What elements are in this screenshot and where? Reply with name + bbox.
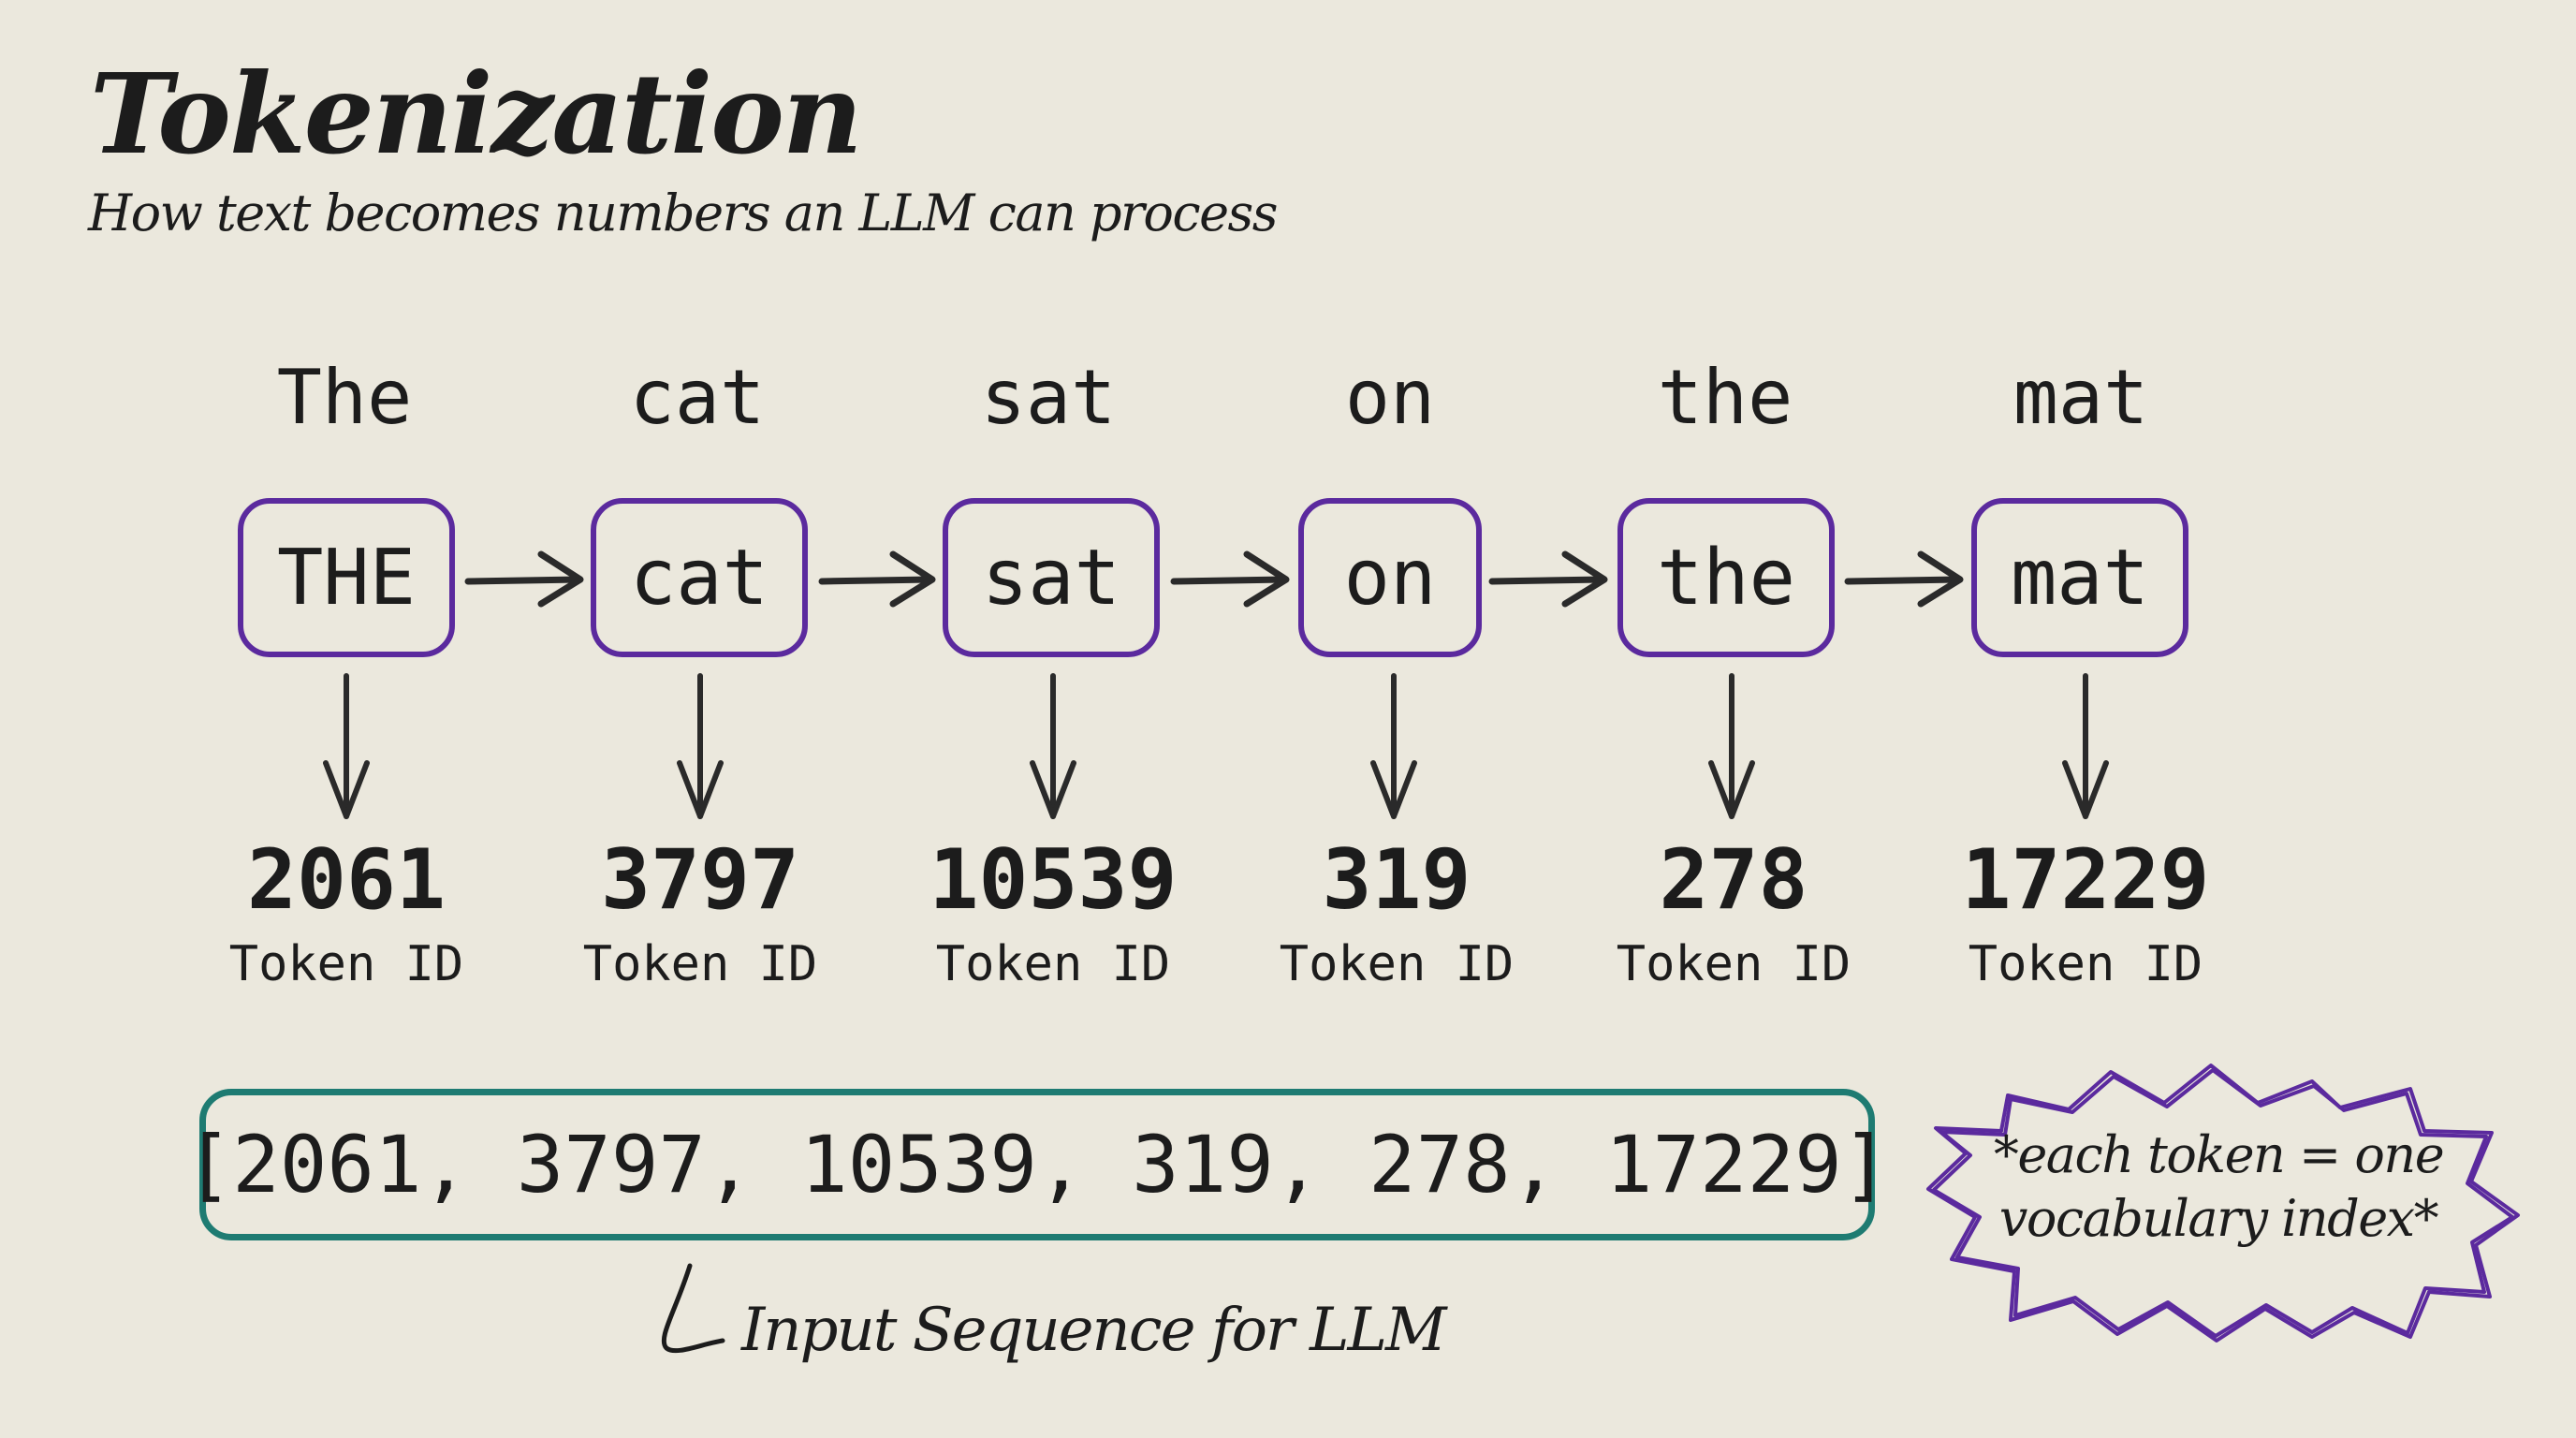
token-box: mat (1971, 498, 2188, 657)
token-id-value: 278 (1659, 831, 1808, 928)
word-label: mat (2012, 354, 2149, 441)
hook-connector-icon (661, 1263, 725, 1354)
token-id-label: Token ID (935, 936, 1171, 992)
token-id-label: Token ID (1968, 936, 2203, 992)
input-sequence-label: Input Sequence for LLM (741, 1296, 1446, 1365)
token-id-label: Token ID (582, 936, 818, 992)
word-label: the (1657, 354, 1793, 441)
arrow-right-icon (1844, 550, 1964, 608)
token-id-value: 2061 (247, 831, 446, 928)
callout-note-line: vocabulary index* (1998, 1189, 2439, 1248)
token-id-value: 10539 (929, 831, 1178, 928)
arrow-down-icon (1030, 673, 1076, 819)
word-label: on (1344, 354, 1436, 441)
arrow-right-icon (1170, 550, 1290, 608)
arrow-down-icon (1370, 673, 1417, 819)
arrow-down-icon (2062, 673, 2109, 819)
starburst-callout-icon (1926, 1064, 2520, 1343)
input-sequence-box: [2061, 3797, 10539, 319, 278, 17229] (185, 1089, 1889, 1240)
token-box: on (1298, 498, 1482, 657)
page-subtitle: How text becomes numbers an LLM can proc… (88, 183, 1278, 242)
token-id-value: 3797 (601, 831, 799, 928)
token-id-label: Token ID (1616, 936, 1852, 992)
token-box: sat (943, 498, 1160, 657)
token-box: the (1617, 498, 1835, 657)
token-id-value: 17229 (1961, 831, 2210, 928)
token-id-label: Token ID (228, 936, 464, 992)
word-label: sat (980, 354, 1117, 441)
arrow-down-icon (323, 673, 370, 819)
word-label: cat (629, 354, 766, 441)
token-id-label: Token ID (1279, 936, 1515, 992)
arrow-right-icon (1488, 550, 1608, 608)
token-box: THE (238, 498, 455, 657)
arrow-right-icon (464, 550, 584, 608)
token-box: cat (591, 498, 808, 657)
page-title: Tokenization (90, 49, 863, 179)
callout-note: *each token = one vocabulary index* (1956, 1123, 2481, 1251)
arrow-down-icon (677, 673, 724, 819)
arrow-down-icon (1708, 673, 1755, 819)
word-label: The (276, 354, 413, 441)
token-id-value: 319 (1322, 831, 1471, 928)
arrow-right-icon (818, 550, 936, 608)
callout-note-line: *each token = one (1993, 1125, 2445, 1184)
